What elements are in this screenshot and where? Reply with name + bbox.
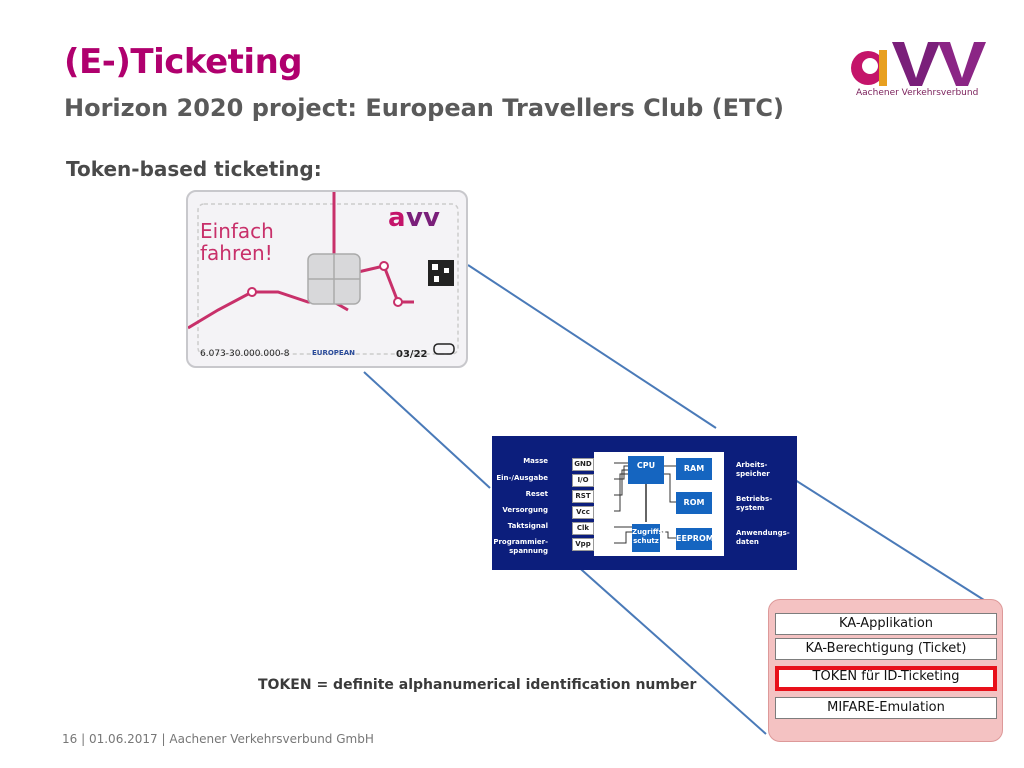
token-definition: TOKEN = definite alphanumerical identifi… [258,677,697,693]
pin-gnd: GND [572,458,594,471]
pin-clk: Clk [572,522,594,535]
layer-ka-authorization: KA-Berechtigung (Ticket) [775,638,997,660]
connector-line [467,264,717,429]
ticket-card-image: a vv Einfach fahren! 6.073-30.000.000-8 … [186,190,468,368]
layer-mifare-emulation: MIFARE-Emulation [775,697,997,719]
footer: 16 | 01.06.2017 | Aachener Verkehrsverbu… [62,732,374,746]
logo-tagline: Aachener Verkehrsverbund [856,88,979,98]
cpu-block: CPU [628,456,664,484]
pin-label: Programmier- [493,538,548,546]
card-number: 6.073-30.000.000-8 [200,349,290,359]
pin-label: spannung [509,547,548,555]
os-label: Betriebs- system [736,495,773,512]
section-heading: Token-based ticketing: [66,157,322,181]
pin-label: Taktsignal [507,522,548,530]
slide-subtitle: Horizon 2020 project: European Traveller… [64,94,784,122]
svg-text:a: a [388,203,406,233]
footer-separator: | [81,732,89,746]
layer-ka-application: KA-Applikation [775,613,997,635]
token-layer-stack: KA-Applikation KA-Berechtigung (Ticket) … [768,599,1003,742]
pin-label: Masse [523,457,548,465]
chip-diagram: Masse Ein-/Ausgabe Reset Versorgung Takt… [492,436,797,570]
pin-label: Ein-/Ausgabe [496,474,548,482]
slide-title: (E-)Ticketing [64,42,303,82]
pin-label: Reset [525,490,548,498]
pin-rst: RST [572,490,594,503]
layer-token-highlighted: TOKEN für ID-Ticketing [775,666,997,691]
card-date: 03/22 [396,349,428,360]
footer-separator: | [161,732,170,746]
pin-label: Versorgung [502,506,548,514]
connector-line [564,554,767,735]
app-data-label: Anwendungs- daten [736,529,790,546]
footer-date: 01.06.2017 [88,732,158,746]
pin-vcc: Vcc [572,506,594,519]
card-network-map: a vv [188,192,459,355]
footer-company: Aachener Verkehrsverbund GmbH [169,732,374,746]
eeprom-block: EEPROM [676,528,714,550]
chip-wiring [614,462,676,544]
access-protection-block: Zugriffs- schutz [632,524,666,552]
rom-block: ROM [676,492,712,514]
pin-vpp: Vpp [572,538,594,551]
ram-block: RAM [676,458,712,480]
avv-logo [851,42,986,86]
card-slogan: Einfach fahren! [200,220,274,264]
access-protection-line1: Zugriffs- [632,528,666,536]
footer-page-number: 16 [62,732,78,746]
access-protection-line2: schutz [633,537,659,545]
card-slogan-line2: fahren! [200,241,273,265]
working-memory-label: Arbeits- speicher [736,461,770,478]
card-euro-label: EUROPEAN [312,349,355,357]
svg-text:vv: vv [406,203,440,233]
chip-core: CPU Zugriffs- schutz RAM ROM EEPROM [594,452,724,556]
card-slogan-line1: Einfach [200,219,274,243]
connector-line [363,371,491,489]
pin-io: I/O [572,474,594,487]
